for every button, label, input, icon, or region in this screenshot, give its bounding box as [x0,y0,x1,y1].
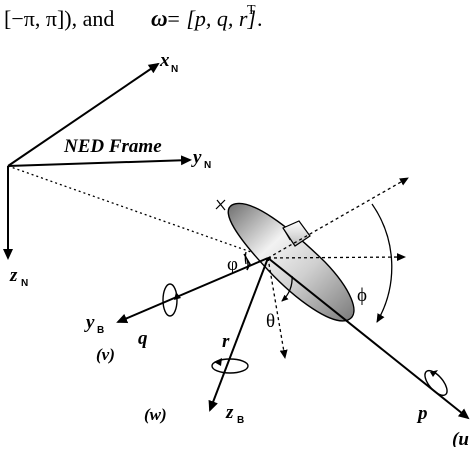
tail-fin-b [215,199,226,210]
ref-vertical-dotted-arrow [267,257,288,359]
submarine-sail [282,220,311,247]
yaw-arrowhead [243,253,251,271]
position-dotted-line [7,165,269,259]
body-axes: y B z B (u [84,257,470,450]
ref-horizontal-dotted-arrow [267,253,406,262]
body-y-axis-arrow [116,257,269,324]
sail-edge [282,227,291,241]
ned-y-axis-arrow [7,155,192,167]
rotation-rates: q (v) r (w) p [96,283,448,424]
ref-upper-dotted-arrow [267,177,409,259]
ned-x-subscript: N [171,64,178,75]
r-rotation-arrowhead [214,358,222,366]
caption-transpose: T [247,3,256,18]
q-rotation-arrowhead [174,292,181,300]
body-z-axis-arrow [208,257,269,412]
ned-frame-title: NED Frame [63,136,162,157]
rate-r-label: r [222,331,230,352]
ned-x-axis-arrow [7,62,160,167]
ned-z-label: z [9,265,18,286]
pitch-arc [281,275,293,302]
p-rotation-arrowhead [430,370,438,377]
ned-y-subscript: N [204,160,211,171]
caption-line: [−π, π]), and ω = [p, q, r] T . [4,3,263,31]
caption-omega: ω [151,6,168,31]
angle-yaw-label: φ [227,254,238,275]
body-y-label: y [84,312,95,333]
p-rotation-loop [424,369,448,397]
r-rotation-loop [211,358,249,374]
yaw-arc [244,251,247,265]
ned-z-subscript: N [21,278,28,289]
rate-q-label: q [138,328,148,349]
body-z-subscript: B [237,415,244,426]
rate-w-label: (w) [144,405,167,424]
ned-x-label: x [159,50,170,71]
vehicle-body [215,199,355,322]
euler-angles: φ θ ϕ [227,203,393,332]
rate-p-label: p [416,403,428,424]
caption-omega-def: = [p, q, r] [166,6,256,31]
tail-fin-a [216,199,226,211]
ned-axes: NED Frame x N y N z N [3,50,211,289]
q-rotation-loop [162,283,178,317]
angle-roll-label: ϕ [357,285,367,306]
ned-y-label: y [191,147,202,168]
body-z-label: z [225,402,234,423]
roll-arc [371,203,393,323]
body-y-subscript: B [97,325,104,336]
caption-period: . [257,6,263,31]
caption-interval: [−π, π]), and [4,6,114,31]
angle-pitch-label: θ [266,311,275,332]
reference-axes [267,177,409,359]
rate-v-label: (v) [96,345,115,364]
body-x-label-partial: (u [452,429,469,447]
